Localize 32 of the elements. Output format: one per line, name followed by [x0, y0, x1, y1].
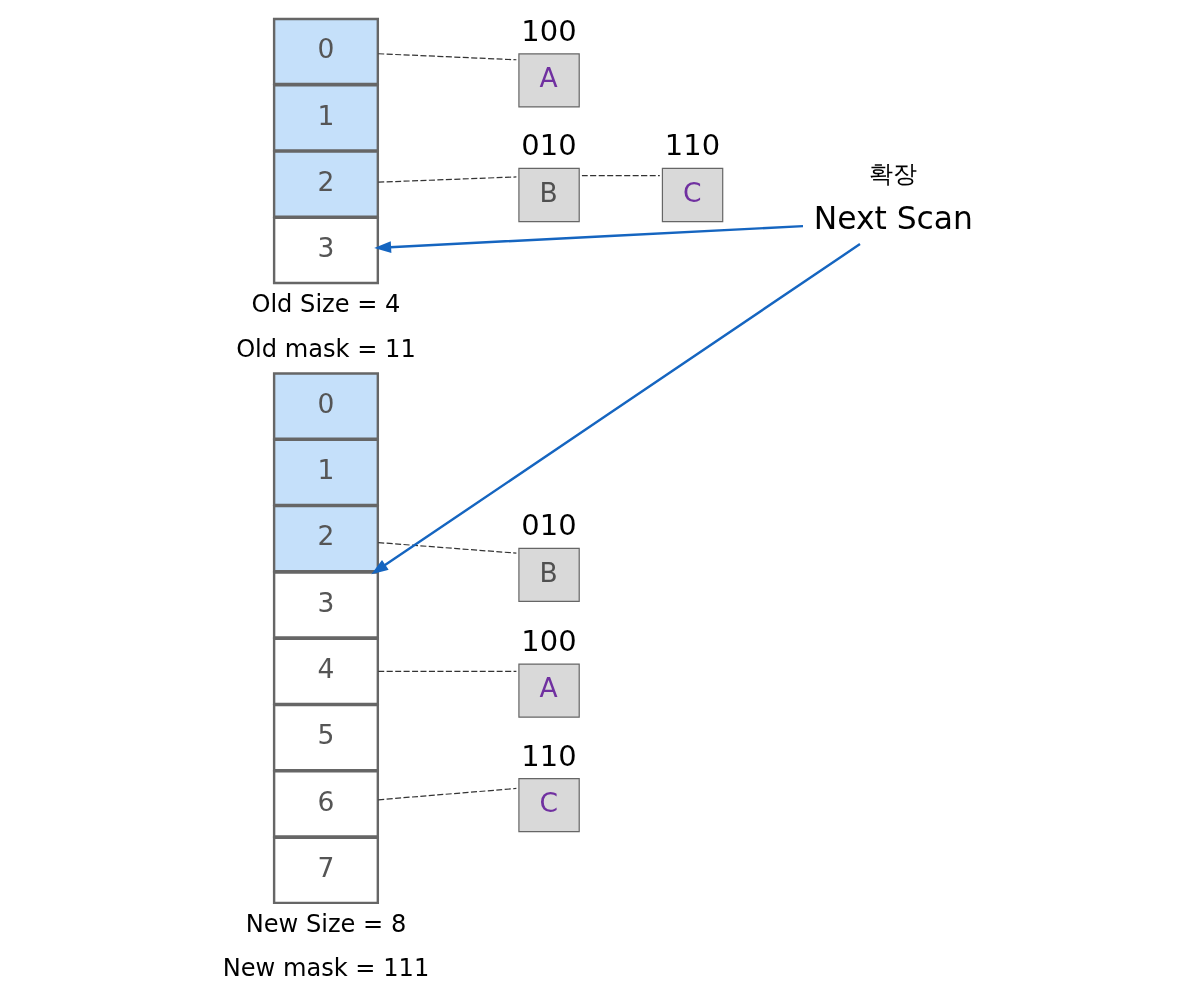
node-box: 1 — [272, 438, 379, 507]
node-box: 0 — [272, 372, 379, 440]
node-box: 2 — [272, 150, 379, 218]
node-box: 5 — [272, 703, 379, 772]
label: Old Size = 4 — [250, 289, 400, 318]
node-box: 1 — [272, 84, 379, 152]
node-label: 100 — [520, 624, 577, 659]
connector — [377, 542, 517, 554]
node-label: 110 — [664, 128, 720, 163]
node-label: 010 — [520, 508, 577, 543]
connector — [377, 670, 517, 672]
node-box: 2 — [272, 504, 379, 573]
node-box: 7 — [272, 836, 379, 905]
node-box: 3 — [272, 216, 379, 285]
connector — [377, 53, 517, 61]
label: New Size = 8 — [245, 909, 406, 938]
node-box: 3 — [272, 571, 379, 639]
node-box: 6 — [272, 770, 379, 838]
node-box: 4 — [272, 637, 379, 706]
node-box: 0 — [272, 17, 379, 86]
node-label: 010 — [520, 128, 577, 163]
label: 확장 — [868, 159, 917, 188]
arrow — [373, 224, 803, 254]
connector — [580, 175, 660, 177]
label: New mask = 111 — [222, 954, 429, 983]
node-label: 110 — [520, 738, 577, 773]
arrow — [370, 243, 861, 575]
node-text: Next Scan — [813, 200, 973, 237]
connector — [377, 176, 517, 183]
node-label: 100 — [520, 13, 577, 48]
connector — [377, 787, 517, 801]
label: Old mask = 11 — [235, 334, 416, 363]
